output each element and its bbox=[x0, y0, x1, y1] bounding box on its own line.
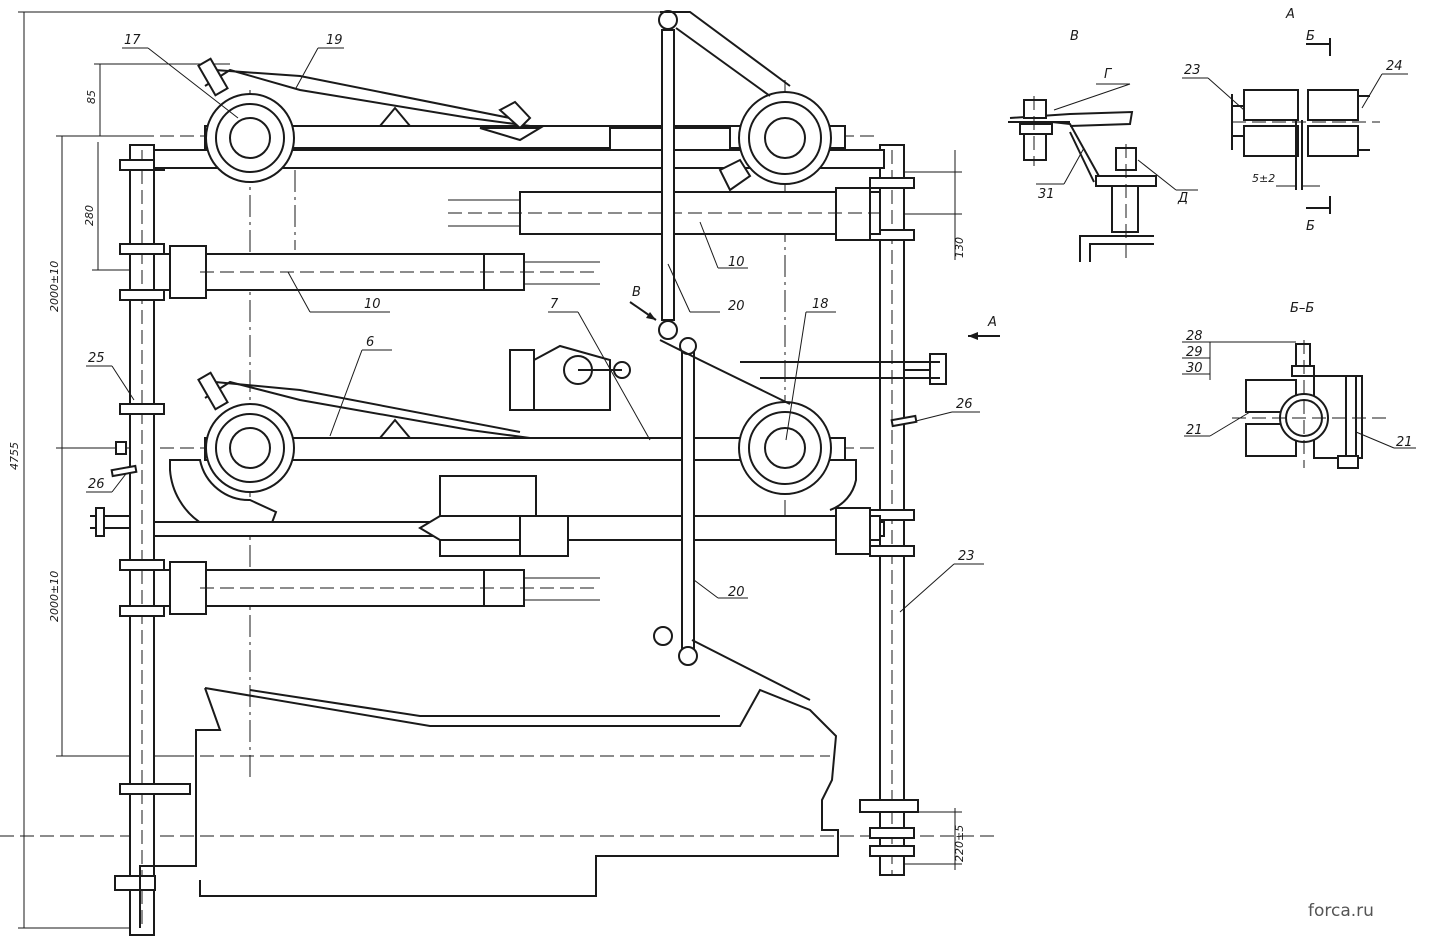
marker-a-main: А bbox=[987, 315, 997, 330]
label-10-upper: 10 bbox=[728, 255, 745, 270]
dim-220: 220±5 bbox=[953, 825, 966, 862]
label-23-detail: 23 bbox=[1184, 63, 1201, 78]
detail-view-a bbox=[1182, 38, 1408, 214]
label-21-left: 21 bbox=[1186, 423, 1203, 438]
dimension-texts: 85 280 130 2000±10 2000±10 4755 220±5 5±… bbox=[8, 90, 1275, 862]
title-view-v: В bbox=[1070, 29, 1079, 44]
label-g: Г bbox=[1104, 67, 1113, 82]
label-30: 30 bbox=[1186, 361, 1203, 376]
upper-crossbeams bbox=[153, 149, 885, 299]
overall-dimensions bbox=[18, 11, 962, 929]
label-21-right: 21 bbox=[1396, 435, 1413, 450]
view-markers: В А В А Б Б Б–Б bbox=[632, 7, 1315, 330]
dim-2000-upper: 2000±10 bbox=[48, 261, 61, 312]
main-view-arrows bbox=[629, 301, 1000, 340]
marker-v-main: В bbox=[632, 285, 641, 300]
leader-lines bbox=[86, 47, 984, 613]
detail-view-v bbox=[1008, 83, 1198, 264]
left-post bbox=[114, 144, 191, 936]
section-b-b bbox=[1182, 340, 1416, 469]
label-20-upper: 20 bbox=[728, 299, 745, 314]
label-19: 19 bbox=[326, 33, 343, 48]
dim-5: 5±2 bbox=[1252, 172, 1275, 185]
label-18: 18 bbox=[812, 297, 829, 312]
dim-4755: 4755 bbox=[8, 442, 21, 470]
middle-machinery bbox=[90, 353, 947, 615]
base-frame bbox=[139, 687, 839, 928]
label-26-left: 26 bbox=[88, 477, 105, 492]
label-29: 29 bbox=[1186, 345, 1203, 360]
dim-130: 130 bbox=[953, 237, 966, 258]
label-24: 24 bbox=[1386, 59, 1403, 74]
dim-85: 85 bbox=[85, 90, 98, 104]
label-28: 28 bbox=[1186, 329, 1203, 344]
label-d: Д bbox=[1177, 191, 1188, 206]
watermark: forca.ru bbox=[1308, 901, 1374, 921]
title-view-a: А bbox=[1285, 7, 1295, 22]
label-10-lower: 10 bbox=[364, 297, 381, 312]
label-23-main: 23 bbox=[958, 549, 975, 564]
label-25: 25 bbox=[88, 351, 105, 366]
label-26-right: 26 bbox=[956, 397, 973, 412]
marker-b-top: Б bbox=[1306, 29, 1315, 44]
label-20-lower: 20 bbox=[728, 585, 745, 600]
dim-2000-lower: 2000±10 bbox=[48, 571, 61, 622]
label-7: 7 bbox=[550, 297, 559, 312]
title-section-b-b: Б–Б bbox=[1290, 301, 1314, 316]
part-labels: 17 19 10 10 20 7 18 6 25 26 26 20 23 31 … bbox=[88, 33, 1413, 600]
label-6: 6 bbox=[366, 335, 374, 350]
lower-link-row bbox=[169, 344, 857, 536]
label-31: 31 bbox=[1038, 187, 1055, 202]
label-17: 17 bbox=[124, 33, 141, 48]
tie-rods bbox=[653, 10, 811, 701]
top-link-row bbox=[197, 57, 846, 192]
dim-280: 280 bbox=[83, 205, 96, 226]
right-post bbox=[859, 144, 919, 876]
marker-b-bottom: Б bbox=[1306, 219, 1315, 234]
